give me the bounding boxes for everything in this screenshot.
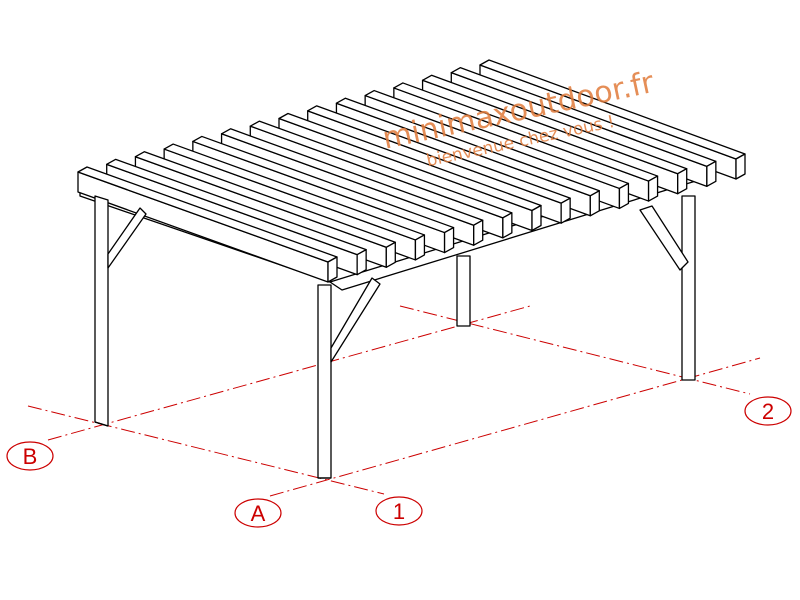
axis-bubble-a: A xyxy=(234,498,282,528)
rafter-5-end xyxy=(443,226,455,254)
axis-label-1: 1 xyxy=(393,499,405,524)
axis-bubble-1: 1 xyxy=(375,496,423,526)
axis-line-2 xyxy=(399,305,751,395)
rafter-2-end xyxy=(356,248,367,276)
brace-back-right xyxy=(639,205,689,271)
rafter-7-end xyxy=(502,212,513,239)
axis-label-2: 2 xyxy=(762,399,774,424)
axis-line-b xyxy=(47,305,531,441)
rafter-3-end xyxy=(385,241,396,268)
rafter-12-end xyxy=(647,175,659,202)
post-front-left xyxy=(94,195,109,427)
grid-axes xyxy=(27,305,761,497)
axis-label-b: B xyxy=(23,444,38,469)
rafter-4-end xyxy=(414,234,426,261)
rafter-8-end xyxy=(531,204,542,232)
post-front-left-base xyxy=(94,421,109,427)
post-front-right xyxy=(317,284,332,479)
axis-label-a: A xyxy=(251,501,266,526)
axis-line-a xyxy=(269,357,761,497)
axis-bubble-b: B xyxy=(6,441,54,471)
rafter-10-end xyxy=(589,190,600,217)
post-back-right xyxy=(681,195,696,381)
post-back-left xyxy=(456,255,471,327)
brace-front-right xyxy=(330,277,381,363)
axis-line-1 xyxy=(27,405,385,495)
rafter-13-end xyxy=(677,168,688,195)
rafter-15-end xyxy=(735,153,746,180)
axis-bubble-2: 2 xyxy=(744,396,792,426)
rafter-9-end xyxy=(560,197,571,224)
rafter-11-end xyxy=(618,182,630,210)
brace-front-left xyxy=(107,207,147,269)
pergola-structure xyxy=(77,59,746,479)
rafter-1-end xyxy=(327,256,338,283)
rafter-14-end xyxy=(706,160,717,188)
rafter-6-end xyxy=(473,219,484,246)
